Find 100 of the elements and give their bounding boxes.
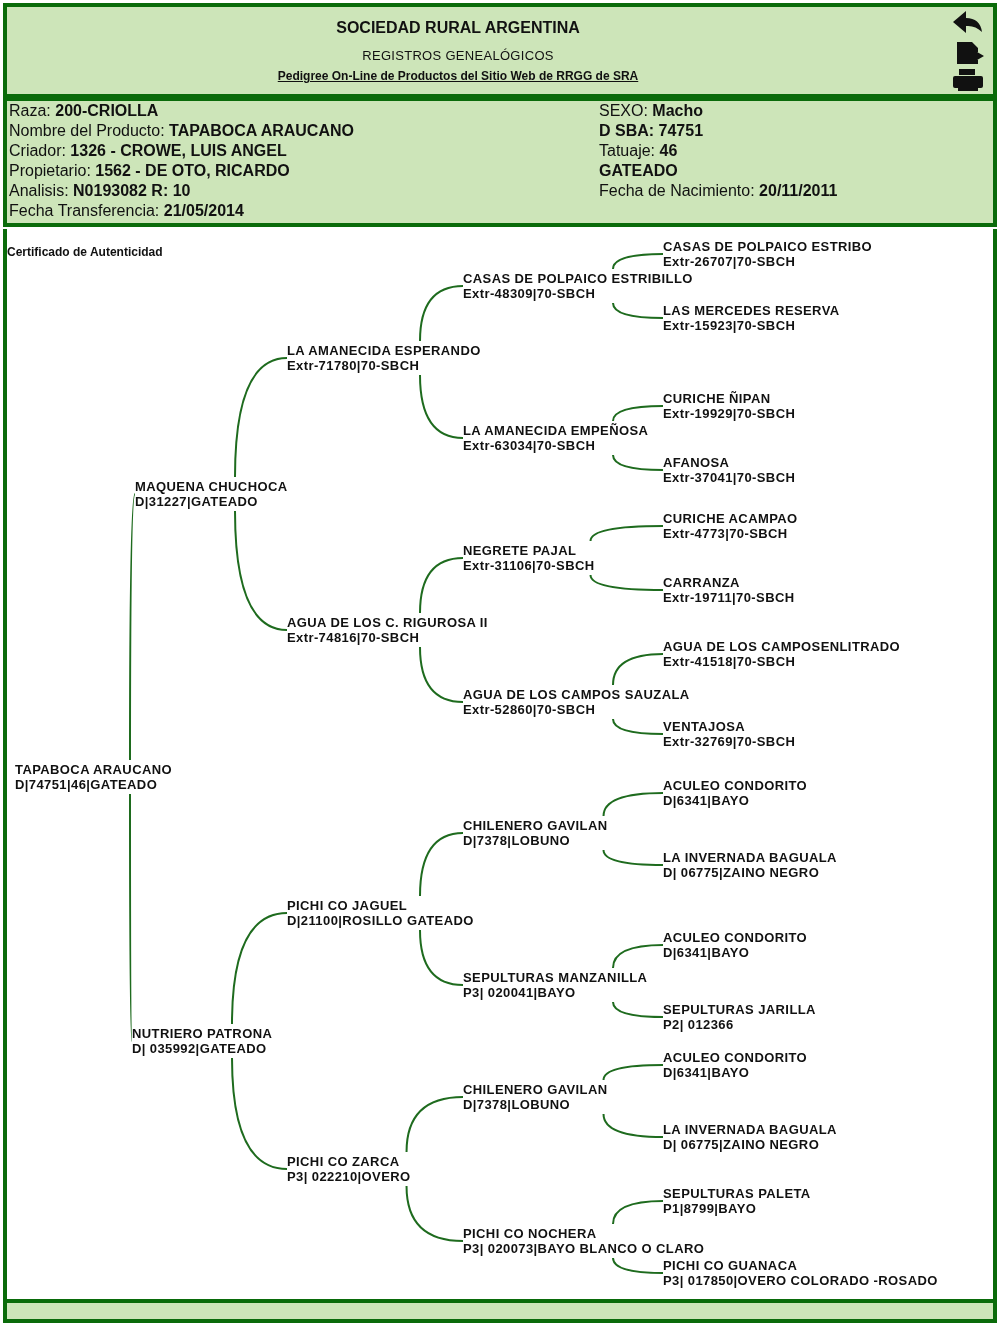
registration-code: Extr-26707|70-SBCH	[663, 254, 797, 269]
registration-code: D|6341|BAYO	[663, 945, 751, 960]
connector-line	[612, 1001, 664, 1018]
connector-line	[602, 1064, 664, 1081]
registration-code: P3| 020073|BAYO BLANCO O CLARO	[463, 1241, 705, 1256]
info-line: GATEADO	[599, 161, 678, 181]
info-line: Propietario: 1562 - DE OTO, RICARDO	[9, 161, 290, 181]
registration-code: Extr-41518|70-SBCH	[663, 654, 797, 669]
info-line: Tatuaje: 46	[599, 141, 678, 161]
registration-code: Extr-71780|70-SBCH	[287, 358, 421, 373]
connector-line	[129, 493, 136, 761]
registration-code: D|31227|GATEADO	[135, 494, 259, 509]
info-line: SEXO: Macho	[599, 101, 704, 121]
registration-code: Extr-19929|70-SBCH	[663, 406, 796, 421]
animal-name: CURICHE ACAMPAO	[663, 511, 798, 526]
registration-code: D|6341|BAYO	[663, 793, 751, 808]
animal-name: CHILENERO GAVILAN	[463, 818, 608, 833]
registration-code: Extr-74816|70-SBCH	[287, 630, 421, 645]
registration-code: P1|8799|BAYO	[663, 1201, 758, 1216]
connector-line	[129, 793, 133, 1042]
animal-name: LA INVERNADA BAGUALA	[663, 1122, 837, 1137]
connector-line	[612, 302, 664, 319]
registration-code: D| 035992|GATEADO	[132, 1041, 268, 1056]
animal-name: PICHI CO ZARCA	[287, 1154, 401, 1169]
connector-line	[612, 454, 664, 471]
registration-code: P2| 012366	[663, 1017, 735, 1032]
animal-name: ACULEO CONDORITO	[663, 1050, 808, 1065]
registration-code: Extr-4773|70-SBCH	[663, 526, 789, 541]
registration-code: P3| 022210|OVERO	[287, 1169, 411, 1184]
info-line: Fecha de Nacimiento: 20/11/2011	[599, 181, 838, 201]
animal-name: PICHI CO GUANACA	[663, 1258, 799, 1273]
info-line: Criador: 1326 - CROWE, LUIS ANGEL	[9, 141, 287, 161]
registration-code: Extr-48309|70-SBCH	[463, 286, 597, 301]
connector-line	[419, 374, 464, 439]
animal-name: SEPULTURAS MANZANILLA	[463, 970, 648, 985]
registration-code: Extr-37041|70-SBCH	[663, 470, 796, 485]
registration-code: D| 06775|ZAINO NEGRO	[663, 865, 821, 880]
connector-line	[612, 718, 664, 735]
connector-line	[589, 525, 664, 542]
registration-code: Extr-52860|70-SBCH	[463, 702, 597, 717]
animal-name: CARRANZA	[663, 575, 741, 590]
connector-line	[419, 832, 464, 897]
registration-code: D|74751|46|GATEADO	[15, 777, 159, 792]
registration-code: Extr-63034|70-SBCH	[463, 438, 597, 453]
connector-line	[419, 929, 464, 986]
animal-name: CURICHE ÑIPAN	[663, 391, 772, 406]
connector-line	[602, 792, 664, 817]
animal-name: VENTAJOSA	[663, 719, 747, 734]
animal-name: AGUA DE LOS CAMPOSENLITRADO	[663, 639, 901, 654]
registration-code: Extr-15923|70-SBCH	[663, 318, 797, 333]
registration-code: D|21100|ROSILLO GATEADO	[287, 913, 474, 928]
connector-line	[419, 646, 464, 703]
registration-code: D|6341|BAYO	[663, 1065, 751, 1080]
connector-line	[234, 510, 288, 631]
page-link: Pedigree On-Line de Productos del Sitio Web de RRGG de SRA	[277, 69, 639, 83]
connector-line	[405, 1096, 464, 1153]
connector-line	[612, 253, 664, 270]
registration-code: P3| 020041|BAYO	[463, 985, 577, 1000]
animal-name: ACULEO CONDORITO	[663, 778, 808, 793]
animal-name: AGUA DE LOS CAMPOS SAUZALA	[463, 687, 690, 702]
connector-line	[612, 405, 664, 422]
connector-line	[234, 357, 288, 478]
animal-name: CHILENERO GAVILAN	[463, 1082, 608, 1097]
registration-code: Extr-31106|70-SBCH	[463, 558, 595, 573]
animal-name: TAPABOCA ARAUCANO	[15, 762, 172, 777]
animal-name: SEPULTURAS JARILLA	[663, 1002, 816, 1017]
connector-line	[602, 849, 664, 866]
animal-name: AFANOSA	[663, 455, 731, 470]
connector-line	[405, 1185, 464, 1242]
registration-code: D|7378|LOBUNO	[463, 1097, 572, 1112]
info-line: Fecha Transferencia: 21/05/2014	[9, 201, 244, 221]
page-title: SOCIEDAD RURAL ARGENTINA	[336, 19, 580, 37]
connector-line	[612, 944, 664, 969]
animal-name: LA INVERNADA BAGUALA	[663, 850, 837, 865]
registration-code: D|7378|LOBUNO	[463, 833, 572, 848]
animal-name: AGUA DE LOS C. RIGUROSA II	[287, 615, 488, 630]
animal-name: ACULEO CONDORITO	[663, 930, 808, 945]
connector-line	[602, 1113, 664, 1138]
connector-line	[419, 557, 464, 614]
animal-name: NEGRETE PAJAL	[463, 543, 578, 558]
connector-line	[612, 653, 664, 686]
connector-line	[612, 1200, 664, 1225]
animal-name: NUTRIERO PATRONA	[132, 1026, 273, 1041]
animal-name: LAS MERCEDES RESERVA	[663, 303, 840, 318]
animal-name: MAQUENA CHUCHOCA	[135, 479, 288, 494]
connector-line	[419, 285, 464, 342]
info-line: Analisis: N0193082 R: 10	[9, 181, 191, 201]
animal-name: LA AMANECIDA EMPEÑOSA	[463, 423, 649, 438]
connector-line	[612, 1257, 664, 1274]
animal-name: PICHI CO JAGUEL	[287, 898, 409, 913]
registration-code: Extr-32769|70-SBCH	[663, 734, 796, 749]
info-line: D SBA: 74751	[599, 121, 704, 141]
animal-name: CASAS DE POLPAICO ESTRIBO	[663, 239, 873, 254]
animal-name: LA AMANECIDA ESPERANDO	[287, 343, 481, 358]
connector-line	[589, 574, 664, 591]
animal-name: PICHI CO NOCHERA	[463, 1226, 598, 1241]
animal-name: CASAS DE POLPAICO ESTRIBILLO	[463, 271, 693, 286]
registration-code: D| 06775|ZAINO NEGRO	[663, 1137, 821, 1152]
connector-line	[231, 1057, 288, 1170]
registration-code: P3| 017850|OVERO COLORADO -ROSADO	[663, 1273, 938, 1288]
